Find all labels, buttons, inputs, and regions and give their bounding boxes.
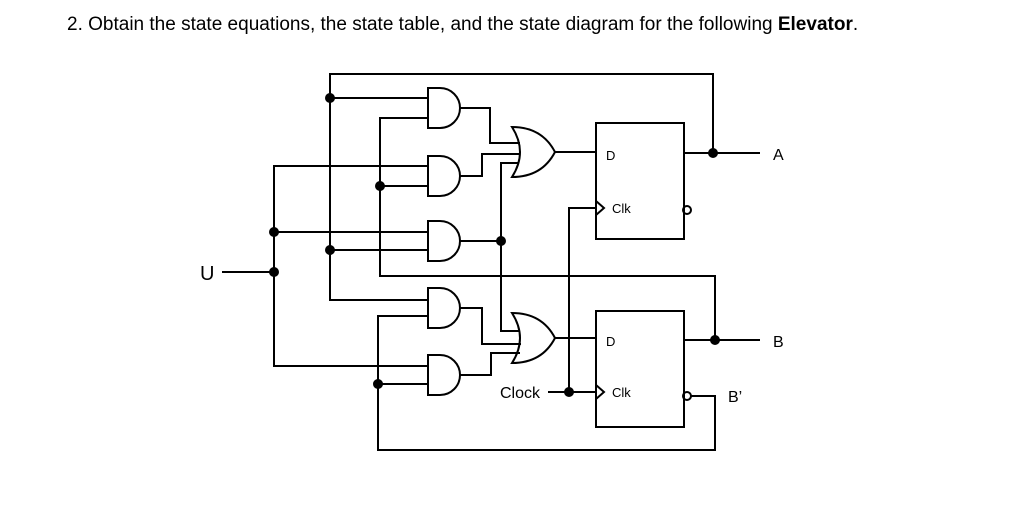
ff-b-clk-label: Clk [612, 385, 631, 400]
ff-b-clock-triangle [595, 384, 606, 400]
wire-and3-to-or1-or2 [460, 162, 519, 242]
wire-b-complement-feedback [377, 315, 716, 451]
question-number: 2. [67, 14, 83, 35]
wire-and3-to-or2 [500, 241, 520, 332]
flip-flop-b [595, 310, 685, 428]
question-end: . [852, 14, 859, 35]
wire-a-feedback [329, 73, 714, 301]
input-label-u: U [200, 263, 214, 285]
wire-b-feedback [379, 185, 716, 340]
ff-a-clock-triangle [595, 200, 606, 216]
wire-b-to-and1 [379, 117, 428, 186]
junction-dot [496, 236, 506, 246]
ff-a-complement-bubble [682, 205, 692, 215]
junction-dot [564, 387, 574, 397]
flip-flop-a [595, 122, 685, 240]
and-gate-4 [427, 287, 461, 329]
output-label-b: B [773, 334, 784, 351]
junction-dot [373, 379, 383, 389]
or-gate-2 [510, 311, 557, 365]
wire-and4-to-or2 [460, 307, 521, 345]
output-label-a: A [773, 147, 784, 164]
question-text: 2. Obtain the state equations, the state… [67, 14, 858, 36]
wire-and1-to-or1 [460, 107, 520, 144]
junction-dot [375, 181, 385, 191]
wire-and2-to-or1 [460, 153, 520, 177]
and-gate-5 [427, 354, 461, 396]
junction-dot [325, 93, 335, 103]
junction-dot [710, 335, 720, 345]
ff-b-complement-bubble [682, 391, 692, 401]
ff-b-d-label: D [606, 334, 615, 349]
junction-dot [269, 267, 279, 277]
junction-dot [325, 245, 335, 255]
and-gate-2 [427, 155, 461, 197]
and-gate-1 [427, 87, 461, 129]
question-bold-word: Elevator [777, 14, 853, 35]
junction-dot [269, 227, 279, 237]
ff-a-clk-label: Clk [612, 201, 631, 216]
and-gate-3 [427, 220, 461, 262]
wire-and5-to-or2 [460, 352, 520, 376]
wire-clock-to-ff-a [568, 207, 596, 392]
wire-u-bus [273, 165, 428, 367]
ff-a-d-label: D [606, 148, 615, 163]
clock-label: Clock [500, 385, 541, 402]
junction-dot [708, 148, 718, 158]
question-body: Obtain the state equations, the state ta… [88, 14, 773, 35]
or-gate-1 [510, 125, 557, 179]
output-label-b-complement: B’ [728, 389, 742, 406]
